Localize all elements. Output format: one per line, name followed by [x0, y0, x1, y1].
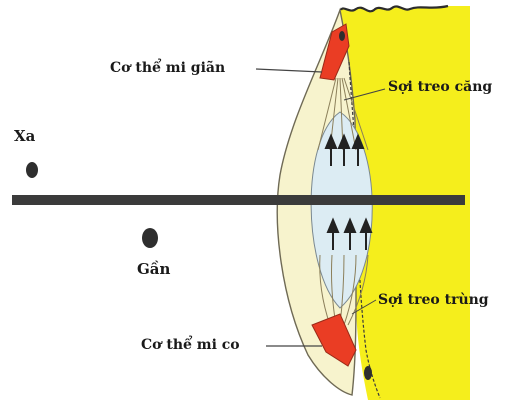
far-object-dot [26, 162, 38, 178]
ciliary-muscle-contracted [311, 313, 357, 367]
label-zonule-taut: Sợi treo căng [388, 79, 493, 95]
eye-wall-outline [339, 4, 449, 13]
label-far: Xa [14, 127, 36, 145]
wall-mark-bottom [364, 366, 372, 380]
lens-arrows-bottom [326, 217, 373, 250]
leader-zonule-slack [351, 299, 377, 315]
optical-axis [12, 195, 465, 205]
label-zonule-slack: Sợi treo trùng [378, 292, 489, 308]
label-ciliary-relaxed: Cơ thể mi giãn [110, 60, 226, 76]
label-near: Gần [137, 260, 171, 278]
wall-mark-top [339, 31, 345, 41]
near-object-dot [142, 228, 158, 248]
leader-ciliary-relaxed [255, 68, 323, 73]
lens-arrows-top [324, 133, 365, 166]
lens [310, 111, 373, 309]
leader-zonule-taut [343, 88, 386, 101]
label-ciliary-contracted: Cơ thể mi co [141, 337, 240, 353]
